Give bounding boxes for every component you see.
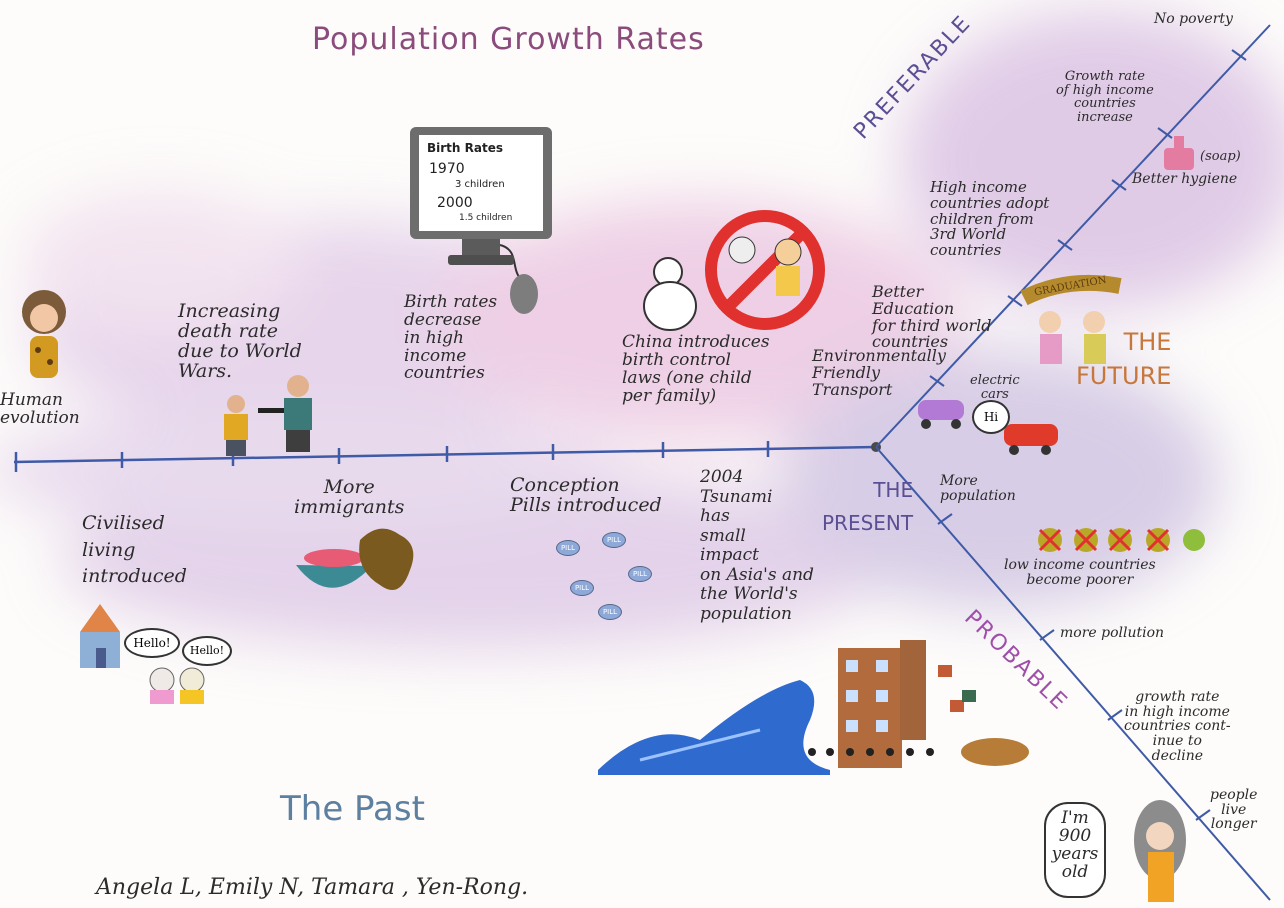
monitor-value-1970: 3 children (455, 179, 505, 190)
the-future-label: THE FUTURE (1076, 328, 1172, 390)
adopt-children-label: High income countries adopt children fro… (930, 178, 1050, 259)
pill: PILL (602, 532, 626, 548)
pill: PILL (570, 580, 594, 596)
live-longer-label: people live longer (1210, 787, 1258, 833)
authors-signature: Angela L, Emily N, Tamara , Yen-Rong. (96, 875, 529, 900)
monitor-screen: Birth Rates 1970 3 children 2000 1.5 chi… (419, 135, 543, 231)
hello-bubble-left: Hello! (124, 628, 180, 658)
soldiers-drawing (224, 375, 312, 456)
monitor-stand (462, 239, 500, 257)
more-population-label: More population (940, 473, 1016, 504)
monitor-value-2000: 1.5 children (459, 213, 513, 223)
damaged-building-drawing (808, 640, 1029, 768)
eco-transport-label: Environmentally Friendly Transport (812, 346, 946, 399)
caveman-drawing (22, 290, 66, 378)
electric-cars-label: electric cars (970, 373, 1020, 402)
preferable-line (875, 24, 1271, 448)
immigrants-label: More immigrants (294, 476, 405, 518)
conception-pills-label: Conception Pills introduced (510, 474, 662, 516)
money-bags-drawing (1038, 528, 1205, 552)
better-education-label: Better Education for third world countri… (872, 282, 992, 352)
computer-mouse-drawing (499, 244, 538, 314)
more-pollution-label: more pollution (1060, 625, 1165, 641)
hi-bubble: Hi (972, 400, 1010, 434)
monitor-year-2000: 2000 (437, 195, 473, 211)
better-hygiene-label: Better hygiene (1132, 171, 1238, 187)
poster-title: Population Growth Rates (312, 22, 705, 57)
china-policy-label: China introduces birth control laws (one… (622, 332, 770, 406)
graduation-drawing (1020, 274, 1122, 364)
immigrants-drawing (296, 528, 414, 590)
soap-label: (soap) (1200, 149, 1241, 164)
electric-cars-drawing (918, 400, 1058, 455)
past-timeline (13, 445, 877, 464)
monitor-year-1970: 1970 (429, 161, 465, 177)
world-wars-label: Increasing death rate due to World Wars. (178, 300, 302, 382)
house-drawing (80, 604, 120, 668)
old-age-speech-bubble: I'm 900 years old (1044, 802, 1106, 898)
tsunami-wave-drawing (598, 680, 830, 775)
tsunami-label: 2004 Tsunami has small impact on Asia's … (700, 467, 814, 624)
no-poverty-label: No poverty (1154, 11, 1233, 27)
birth-rates-label: Birth rates decrease in high income coun… (404, 292, 498, 384)
civilised-living-label: Civilised living introduced (82, 512, 187, 588)
the-present-label: THE PRESENT (822, 478, 914, 535)
monitor-heading: Birth Rates (427, 141, 503, 155)
pill: PILL (628, 566, 652, 582)
the-past-label: The Past (280, 789, 425, 829)
human-evolution-label: Human evolution (0, 390, 80, 428)
future-ticks (929, 49, 1247, 821)
people-greeting-drawing (149, 667, 205, 704)
growth-rate-increase-label: Growth rate of high income countries inc… (1056, 69, 1154, 125)
pill: PILL (598, 604, 622, 620)
monitor-base (448, 255, 514, 265)
old-woman-drawing (1134, 800, 1186, 902)
one-child-policy-drawing (643, 210, 825, 331)
hello-bubble-right: Hello! (182, 636, 232, 666)
growth-rate-decline-label: growth rate in high income countries con… (1124, 689, 1231, 764)
soap-drawing (1164, 136, 1194, 170)
birth-rates-monitor: Birth Rates 1970 3 children 2000 1.5 chi… (410, 127, 552, 265)
pill: PILL (556, 540, 580, 556)
poorer-countries-label: low income countries become poorer (1004, 557, 1156, 588)
